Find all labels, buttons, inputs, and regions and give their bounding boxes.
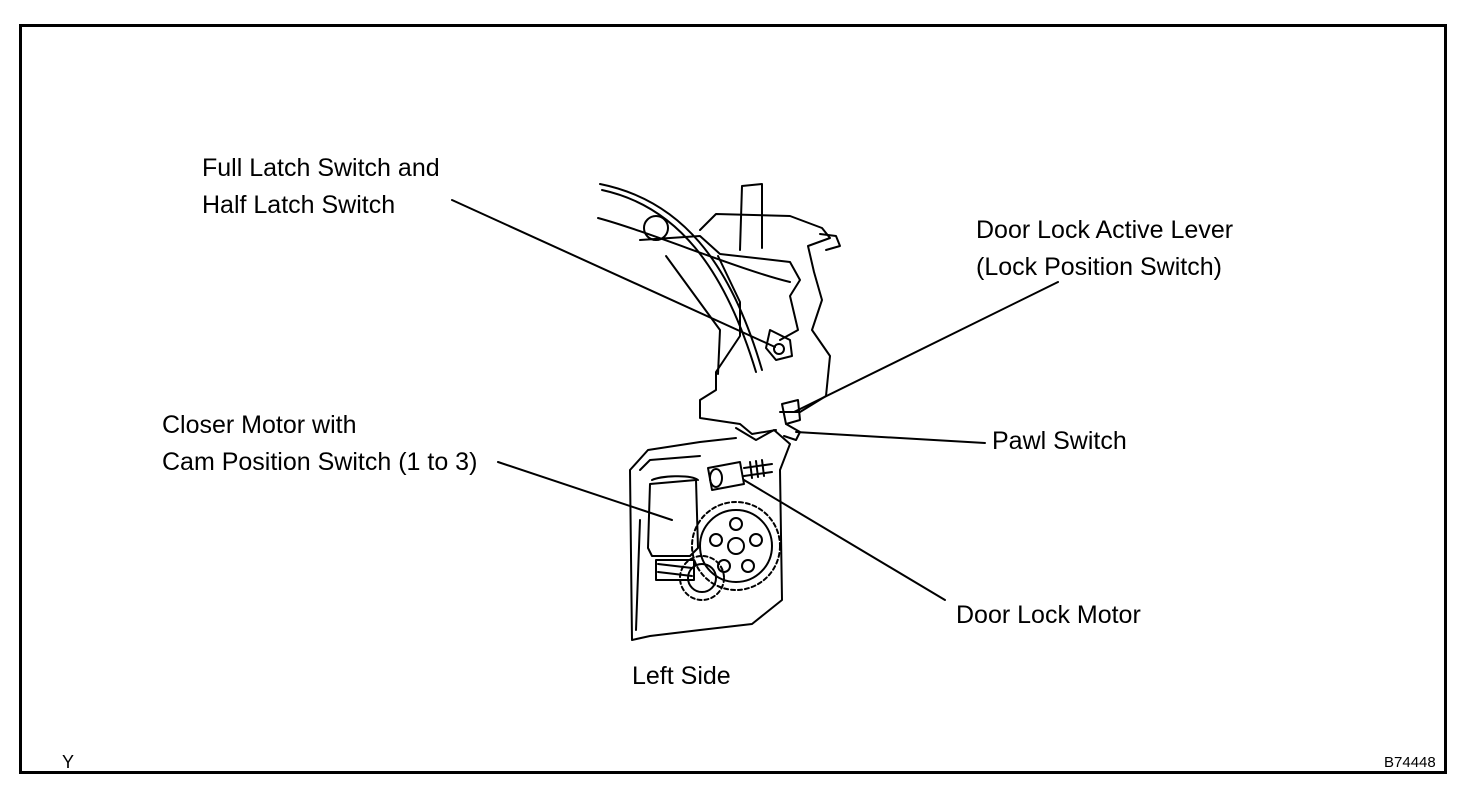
callout-door-lock-active-lever-line-2: (Lock Position Switch) — [976, 253, 1222, 281]
figure-frame — [19, 24, 1447, 774]
callout-door-lock-motor-line-1: Door Lock Motor — [956, 601, 1141, 629]
cable — [597, 183, 791, 373]
leader-lines — [451, 199, 1059, 601]
gear-assembly — [679, 501, 781, 601]
motor-housing — [629, 427, 791, 641]
callout-pawl-switch-line-1: Pawl Switch — [992, 427, 1127, 455]
leader-full-latch — [451, 199, 776, 348]
callout-pawl-switch: Pawl Switch — [992, 423, 1127, 460]
callout-door-lock-active-lever: Door Lock Active Lever (Lock Position Sw… — [976, 212, 1233, 286]
callout-closer-motor-line-2: Cam Position Switch (1 to 3) — [162, 448, 478, 476]
leader-door-lock-motor — [743, 479, 946, 601]
closer-motor-shape — [647, 475, 699, 581]
leader-closer-motor — [497, 461, 673, 521]
callout-closer-motor: Closer Motor with Cam Position Switch (1… — [162, 407, 477, 481]
callout-full-latch-line-2: Half Latch Switch — [202, 191, 396, 219]
leader-pawl-switch — [795, 431, 986, 444]
leader-door-lock-active-lever — [793, 281, 1059, 413]
callout-full-latch: Full Latch Switch and Half Latch Switch — [202, 150, 440, 224]
callout-closer-motor-line-1: Closer Motor with — [162, 411, 357, 439]
door-lock-motor-shape — [707, 459, 773, 491]
view-label: Left Side — [632, 662, 731, 690]
callout-door-lock-active-lever-line-1: Door Lock Active Lever — [976, 216, 1234, 244]
callout-full-latch-line-1: Full Latch Switch and — [202, 154, 440, 182]
figure-code-left: Y — [62, 752, 75, 772]
callout-door-lock-motor: Door Lock Motor — [956, 597, 1141, 634]
latch-housing — [639, 183, 841, 441]
figure-code-right: B74448 — [1384, 754, 1436, 771]
